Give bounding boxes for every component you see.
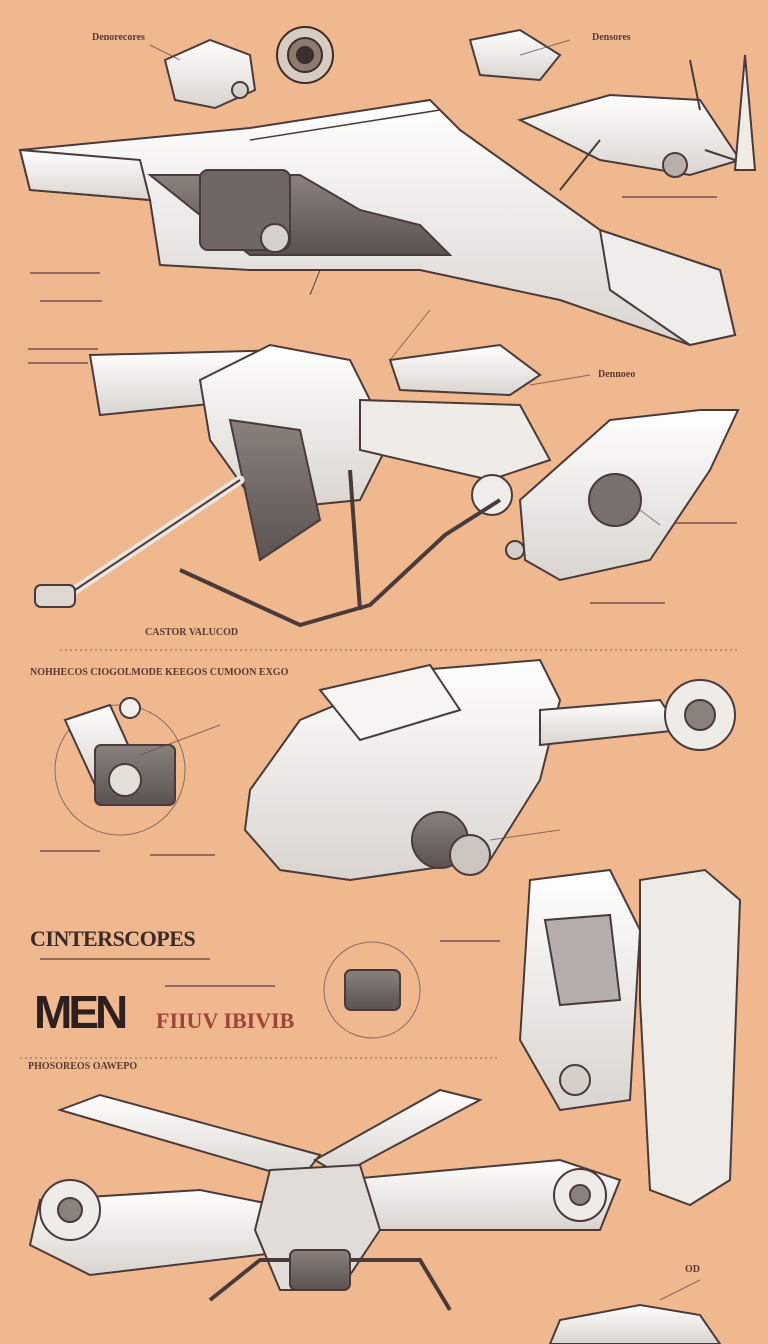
lens-icon xyxy=(276,26,334,84)
note-line xyxy=(440,940,500,942)
note-line xyxy=(40,958,210,960)
note-line xyxy=(590,602,665,604)
label-side-note: Dennoeo xyxy=(598,369,636,380)
sheet-title: CINTERSCOPES xyxy=(30,926,196,951)
heading-caption: PHOSOREOS OAWEPO xyxy=(28,1061,138,1072)
caption-mid-2: NOHHECOS CIOGOLMODE KEEGOS CUMOON EXGO xyxy=(30,667,289,678)
camera-module-icon xyxy=(163,38,257,110)
note-line xyxy=(28,348,98,350)
note-line xyxy=(165,985,275,987)
x-frame-drone xyxy=(28,1088,622,1312)
note-line xyxy=(40,850,100,852)
logo-subtitle: FIIUV IBIVIB xyxy=(156,1008,295,1033)
drone-body-3 xyxy=(243,658,736,882)
quadcopter-icon xyxy=(468,28,757,191)
bottom-pod xyxy=(548,1303,722,1344)
gimbal-detail xyxy=(323,941,421,1039)
rotor-arm-icon xyxy=(505,409,740,582)
logo-mark: MEN xyxy=(34,986,128,1038)
label-top-right: Densores xyxy=(592,32,631,43)
label-bottom-right: OD xyxy=(685,1264,700,1275)
note-line xyxy=(675,522,737,524)
note-line xyxy=(622,196,717,198)
camera-unit-left xyxy=(54,697,186,836)
vertical-pod xyxy=(518,868,742,1207)
note-line xyxy=(150,854,215,856)
caption-mid-1: CASTOR VALUCOD xyxy=(145,627,239,638)
note-line xyxy=(28,362,88,364)
label-top-left: Denorecores xyxy=(92,32,145,43)
leader-lines xyxy=(20,39,740,1301)
jet-wing-icon xyxy=(18,98,737,347)
drone-hero-icon xyxy=(34,343,552,628)
note-line xyxy=(40,300,102,302)
note-line xyxy=(30,272,100,274)
